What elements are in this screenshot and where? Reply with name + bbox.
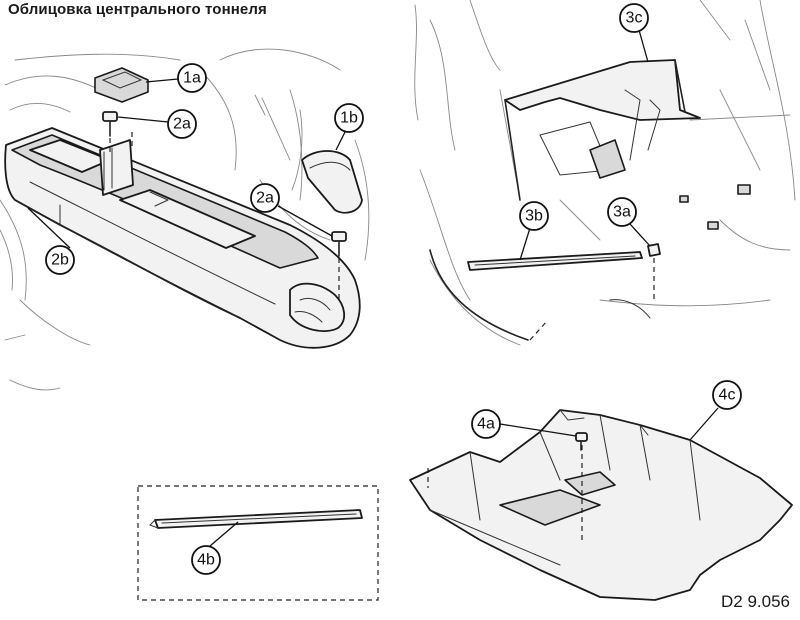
callout-3b: 3b [519, 201, 549, 261]
svg-text:4b: 4b [197, 552, 215, 569]
screw-4a [575, 432, 588, 451]
callout-3a: 3a [607, 197, 651, 247]
callout-2a-top: 2a [117, 109, 197, 139]
callout-4b: 4b [191, 521, 239, 575]
svg-text:2a: 2a [173, 116, 191, 133]
callout-3c: 3c [619, 3, 649, 63]
svg-text:2a: 2a [256, 190, 274, 207]
callout-1b: 1b [334, 103, 364, 151]
floor-carpet-4c [409, 409, 793, 601]
svg-text:2b: 2b [51, 252, 69, 269]
panel-sill-detail [137, 485, 379, 601]
callout-4c: 4c [689, 380, 742, 441]
svg-text:3c: 3c [626, 10, 643, 27]
clip-3a [647, 243, 661, 257]
svg-text:1a: 1a [183, 70, 201, 87]
svg-text:3b: 3b [525, 208, 543, 225]
svg-text:4c: 4c [719, 387, 736, 404]
panel-center-console [0, 48, 370, 349]
callout-4a: 4a [471, 409, 577, 439]
svg-text:1b: 1b [340, 110, 358, 127]
figure-code: D2 9.056 [721, 592, 790, 611]
callout-1a: 1a [145, 63, 207, 93]
svg-text:3a: 3a [613, 204, 631, 221]
callout-2b: 2b [27, 207, 75, 275]
diagram-title: Облицовка центрального тоннеля [8, 1, 267, 18]
svg-text:4a: 4a [477, 416, 495, 433]
callout-2a-bottom: 2a [250, 183, 333, 237]
panel-floor-sill [414, 0, 796, 346]
panel-floor-carpet [409, 409, 793, 601]
floor-covering-3c [504, 59, 701, 121]
knob-cover-1b [301, 150, 363, 214]
screw-2a-top [102, 111, 118, 137]
screw-2a-bottom [331, 231, 347, 257]
